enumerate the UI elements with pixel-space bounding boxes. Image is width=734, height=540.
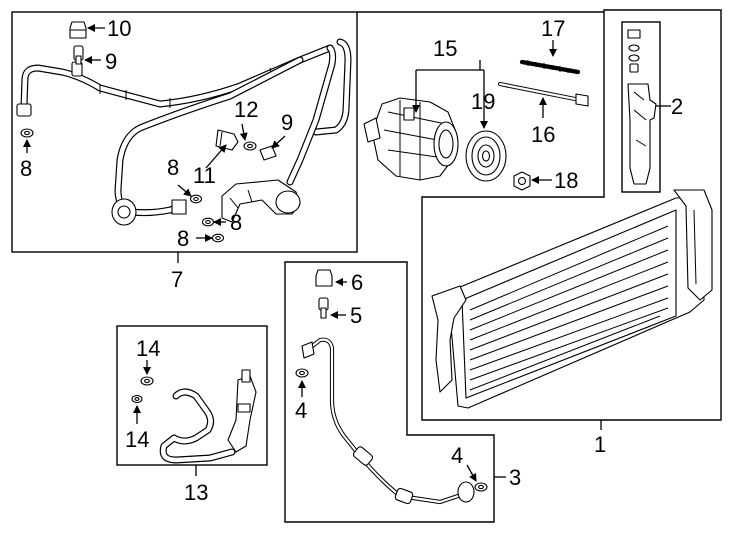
frame-group-upper-right: [357, 9, 722, 421]
frame-drier-2: [621, 21, 661, 193]
callout-1: 1: [594, 432, 606, 457]
valve-core-9-right: [259, 145, 277, 161]
callout-15: 15: [433, 36, 457, 61]
leader-lines: [23, 24, 671, 482]
bolt-16: [497, 81, 589, 107]
callout-labels: 10 9 8 12 9 11 8 8 8 7 15 19 17 16 18 2 …: [20, 16, 683, 505]
callout-9-right: 9: [281, 110, 293, 135]
clutch-19: [465, 130, 507, 182]
o-ring-8-bottom: [211, 233, 225, 243]
callout-8-bottom: 8: [177, 226, 189, 251]
callout-12: 12: [234, 97, 258, 122]
callout-13: 13: [184, 480, 208, 505]
stud-17: [519, 59, 581, 75]
o-ring-4-right: [474, 482, 488, 492]
callout-14-upper: 14: [136, 336, 160, 361]
callout-2: 2: [671, 94, 683, 119]
line-assembly-3: [301, 337, 475, 505]
frame-hose-assembly-7: [11, 11, 358, 253]
callout-9-upper: 9: [105, 49, 117, 74]
callout-3: 3: [509, 465, 521, 490]
hose-assembly-13: [159, 369, 257, 464]
callout-16: 16: [531, 122, 555, 147]
o-ring-14-upper: [140, 376, 154, 386]
valve-core-5: [318, 297, 329, 319]
o-ring-4-upper: [295, 368, 309, 378]
callout-19: 19: [471, 89, 495, 114]
callout-8-lower: 8: [230, 210, 242, 235]
callout-10: 10: [107, 16, 131, 41]
callout-7: 7: [171, 267, 183, 292]
o-ring-8-left: [20, 128, 34, 138]
cap-10: [69, 21, 87, 39]
frame-hose-assembly-13: [116, 325, 268, 466]
valve-core-9-upper: [73, 45, 84, 65]
cap-6: [315, 269, 333, 287]
o-ring-8-lower: [201, 217, 215, 227]
hose-assembly-7: [16, 38, 352, 226]
frame-line-assembly-3: [284, 261, 495, 523]
callout-17: 17: [541, 16, 565, 41]
callout-8-mid: 8: [167, 155, 179, 180]
condenser-1: [431, 189, 713, 409]
sensor-11: [215, 129, 239, 151]
drier-2: [627, 29, 657, 185]
callout-4-right: 4: [451, 443, 463, 468]
o-ring-14-lower: [131, 394, 143, 404]
callout-18: 18: [554, 168, 578, 193]
callout-11: 11: [193, 163, 216, 188]
compressor-15: [363, 97, 459, 181]
callout-6: 6: [351, 270, 363, 295]
o-ring-8-mid: [189, 194, 203, 204]
nut-18: [513, 171, 531, 191]
o-ring-12: [243, 141, 257, 151]
callout-5: 5: [350, 303, 362, 328]
callout-14-lower: 14: [125, 427, 149, 452]
callout-8-left: 8: [20, 156, 32, 181]
callout-4-left: 4: [295, 398, 307, 423]
